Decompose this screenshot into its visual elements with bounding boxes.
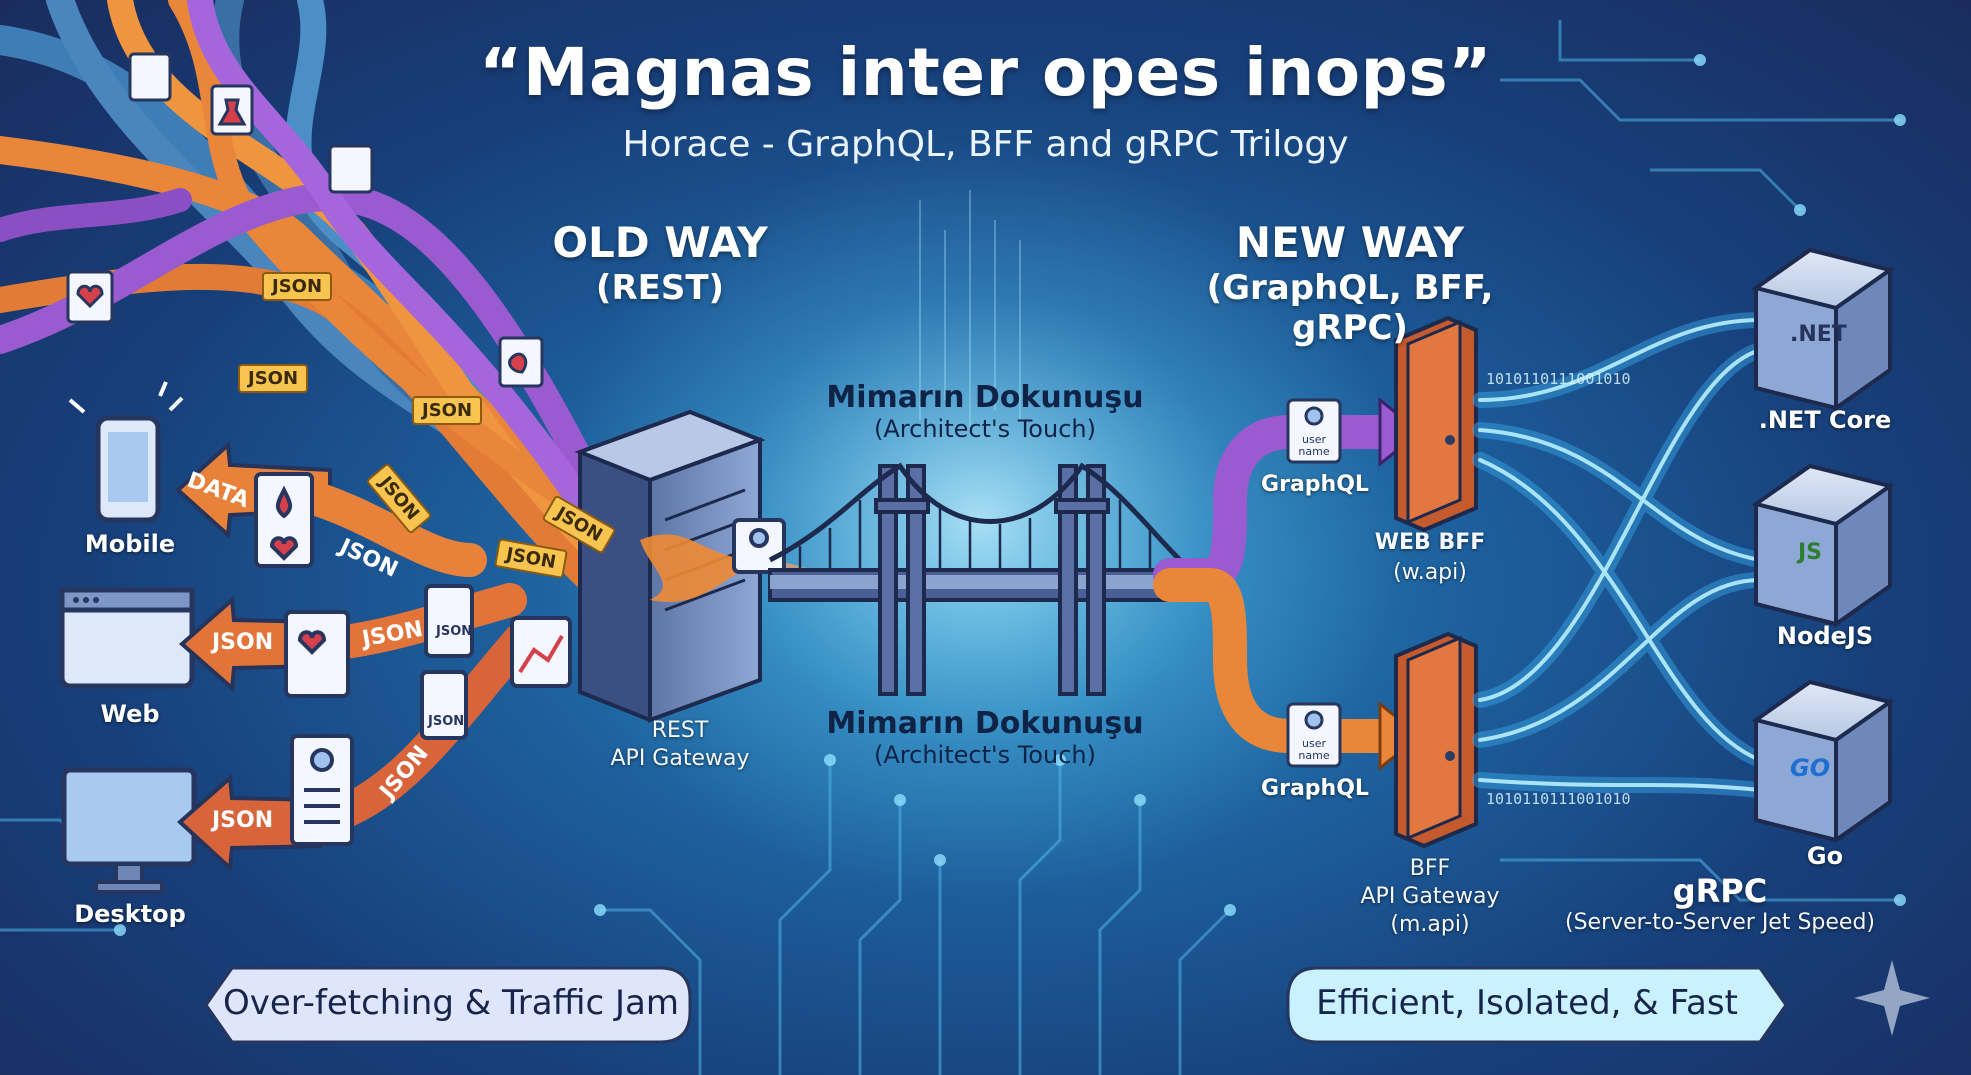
rest-gateway-line2: API Gateway — [610, 746, 750, 771]
grpc-streams — [1472, 312, 1768, 798]
dotnet-logo-icon: .NET — [1790, 322, 1847, 347]
user-card-label: user name — [1298, 433, 1330, 458]
binary-stream-text: 1010110111001010 — [1486, 790, 1631, 808]
suspension-bridge — [768, 462, 1182, 696]
bridge-bottom-label: Mimarın Dokunuşu (Architect's Touch) — [800, 706, 1170, 769]
go-logo-icon: GO — [1790, 754, 1831, 782]
grpc-title: gRPC — [1672, 872, 1768, 910]
bff-line1: BFF — [1409, 856, 1451, 881]
document-icons — [254, 472, 786, 846]
web-browser-icon — [59, 587, 195, 689]
service-label-go: Go — [1806, 842, 1844, 870]
graphql-bottom-label: GraphQL — [1261, 776, 1369, 801]
bridge-bottom-title: Mimarın Dokunuşu — [826, 706, 1144, 741]
web-bff-line2: (w.api) — [1393, 560, 1467, 585]
graphql-flows — [1153, 415, 1397, 753]
client-mobile-label: Mobile — [84, 530, 176, 558]
mobile-device-icon — [68, 381, 184, 523]
rest-gateway-line1: REST — [651, 718, 709, 743]
user-cards — [1286, 398, 1342, 768]
arrow-label: JSON — [212, 808, 274, 833]
old-way-subtitle: (REST) — [595, 268, 725, 308]
new-way-footer-bubble — [1286, 966, 1788, 1044]
service-label-nodejs: NodeJS — [1776, 622, 1874, 650]
cable-json-tag: JSON — [238, 364, 309, 393]
bridge-bottom-sub: (Architect's Touch) — [874, 741, 1096, 769]
client-desktop-label: Desktop — [74, 900, 186, 928]
old-way-title: OLD WAY — [552, 218, 768, 267]
doc-json-label: JSON — [428, 714, 465, 729]
new-way-subtitle: (GraphQL, BFF, gRPC) — [1206, 268, 1494, 348]
bridge-top-label: Mimarın Dokunuşu (Architect's Touch) — [800, 380, 1170, 443]
service-cubes — [1751, 247, 1895, 844]
sparkle-icon — [1854, 960, 1930, 1036]
old-way-footer-bubble — [204, 966, 692, 1044]
bff-gateway-door-icon — [1394, 631, 1478, 849]
cable-json-tag: JSON — [262, 272, 333, 301]
floating-icons — [66, 52, 544, 388]
grpc-subtitle: (Server-to-Server Jet Speed) — [1564, 910, 1876, 935]
service-label-dotnet: .NET Core — [1758, 406, 1892, 434]
bridge-top-title: Mimarın Dokunuşu — [826, 380, 1144, 415]
binary-stream-text: 1010110111001010 — [1486, 370, 1631, 388]
bridge-top-sub: (Architect's Touch) — [874, 415, 1096, 443]
bff-line3: (m.api) — [1390, 912, 1470, 937]
desktop-monitor-icon — [61, 767, 197, 894]
new-way-footer: Efficient, Isolated, & Fast — [1316, 983, 1738, 1023]
old-way-footer: Over-fetching & Traffic Jam — [223, 983, 679, 1023]
doc-json-label: JSON — [436, 624, 473, 639]
cable-json-tag: JSON — [412, 396, 483, 425]
page-subtitle: Horace - GraphQL, BFF and gRPC Trilogy — [622, 124, 1349, 165]
page-title: “Magnas inter opes inops” — [478, 34, 1493, 111]
user-card-label: user name — [1298, 737, 1330, 762]
bff-line2: API Gateway — [1360, 884, 1500, 909]
graphql-top-label: GraphQL — [1261, 472, 1369, 497]
client-web-label: Web — [100, 700, 160, 728]
new-way-title: NEW WAY — [1235, 218, 1465, 267]
arrow-label: JSON — [212, 630, 274, 655]
nodejs-logo-icon: JS — [1798, 540, 1823, 565]
web-bff-line1: WEB BFF — [1374, 530, 1486, 555]
web-bff-door-icon — [1394, 315, 1478, 533]
